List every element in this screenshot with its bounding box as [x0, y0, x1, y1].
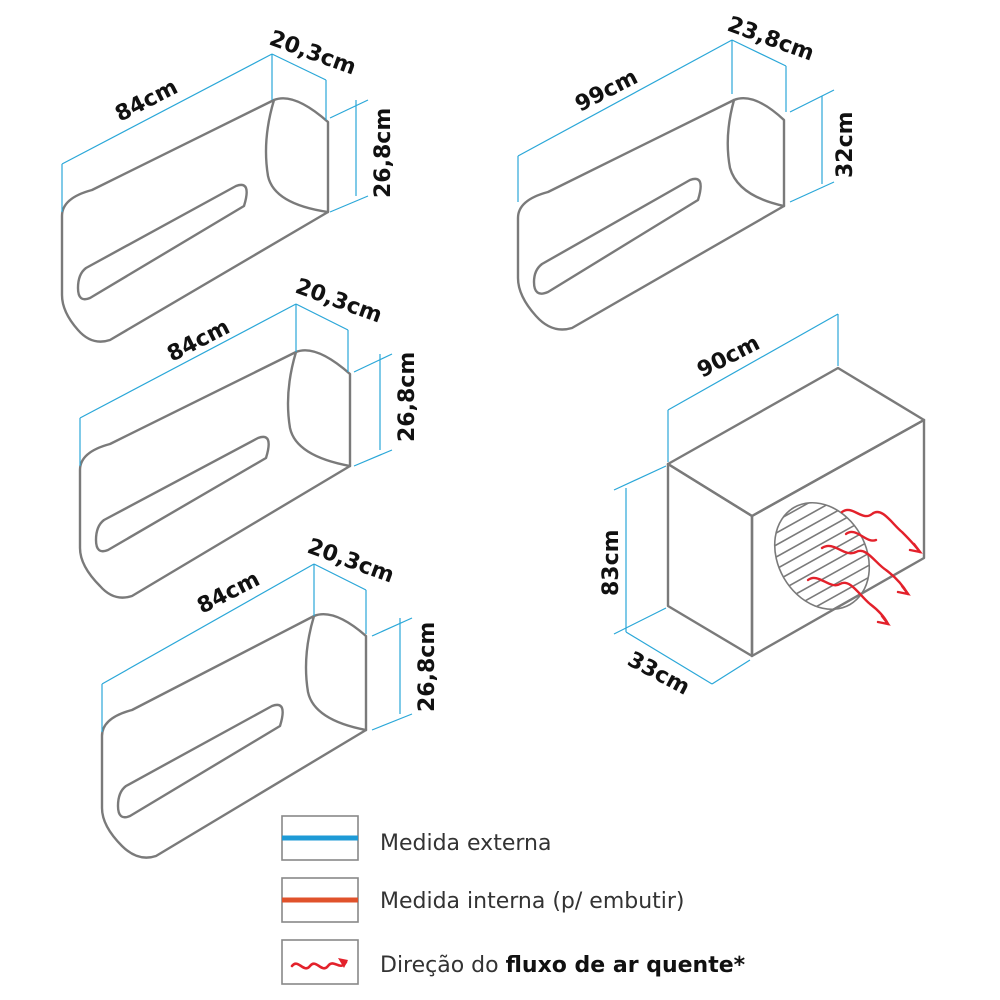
indoor-2-width-label: 84cm [163, 315, 234, 368]
indoor-4-width-label: 99cm [571, 65, 642, 118]
indoor-3-width-label: 84cm [193, 567, 264, 620]
legend-item-external: Medida externa [281, 815, 551, 861]
indoor-3-depth-label: 20,3cm [304, 534, 397, 588]
indoor-1-height-label: 26,8cm [371, 108, 396, 198]
indoor-3-height-label: 26,8cm [415, 622, 440, 712]
indoor-2-height-label: 26,8cm [395, 352, 420, 442]
legend-internal-label: Medida interna (p/ embutir) [380, 889, 685, 914]
outdoor-unit: 90cm 83cm 33cm [599, 313, 926, 701]
legend: Medida externa Medida interna (p/ embuti… [281, 815, 746, 985]
hot-air-wave-icon [290, 960, 348, 970]
indoor-2-depth-label: 20,3cm [292, 274, 385, 328]
legend-external-label: Medida externa [380, 831, 551, 856]
indoor-unit-4: 99cm 23,8cm 32cm [516, 12, 858, 331]
legend-item-airflow: Direção do fluxo de ar quente* [281, 939, 746, 985]
indoor-unit-2: 84cm 20,3cm 26,8cm [78, 274, 420, 599]
outdoor-depth-label: 33cm [623, 647, 694, 700]
indoor-4-height-label: 32cm [833, 111, 858, 178]
hot-air-flow-arrows [806, 508, 923, 626]
indoor-1-depth-label: 20,3cm [266, 26, 359, 80]
legend-airflow-label: Direção do fluxo de ar quente* [380, 953, 746, 978]
legend-item-internal: Medida interna (p/ embutir) [281, 877, 685, 923]
outdoor-height-label: 83cm [599, 529, 624, 596]
